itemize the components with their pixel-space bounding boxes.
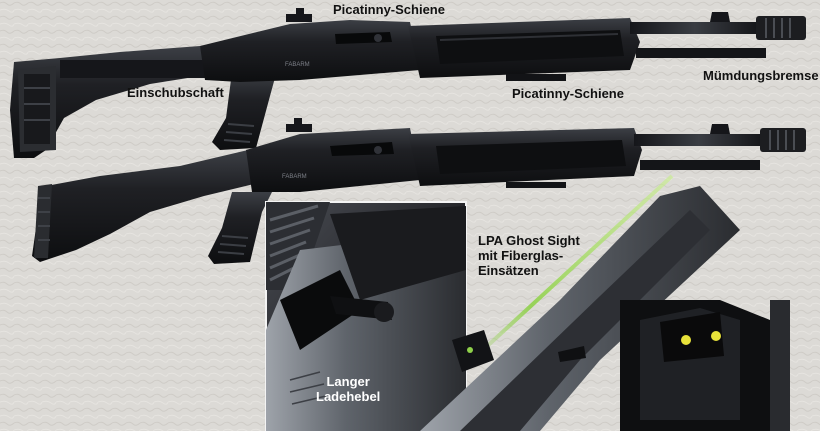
receiver-engraving-middle: FABARM [282,174,307,180]
fiber-dot-right [711,331,721,341]
label-ghost-sight-line-2: mit Fiberglas- [478,248,564,263]
top-shotgun: FABARM [10,8,806,158]
label-charging-handle-line-1: Langer [326,374,370,389]
label-muzzle-brake: Mümdungsbremse [703,68,819,83]
label-ghost-sight-line-3: Einsätzen [478,263,539,278]
label-stock: Einschubschaft [127,85,224,100]
fiber-optic-beam [468,174,674,364]
label-ghost-sight-line-1: LPA Ghost Sight [478,233,580,248]
label-lower-rail: Picatinny-Schiene [512,86,624,101]
label-charging-handle-line-2: Ladehebel [316,389,381,404]
closeup-ghost-sight [420,174,790,431]
middle-shotgun: FABARM [32,118,806,264]
receiver-engraving: FABARM [285,62,310,68]
label-ghost-sight: LPA Ghost Sight mit Fiberglas- Einsätzen [478,233,580,278]
label-charging-handle: Langer Ladehebel [316,374,380,404]
label-top-rail: Picatinny-Schiene [333,2,445,17]
closeup-charging-handle [265,201,467,431]
fiber-dot-left [681,335,691,345]
